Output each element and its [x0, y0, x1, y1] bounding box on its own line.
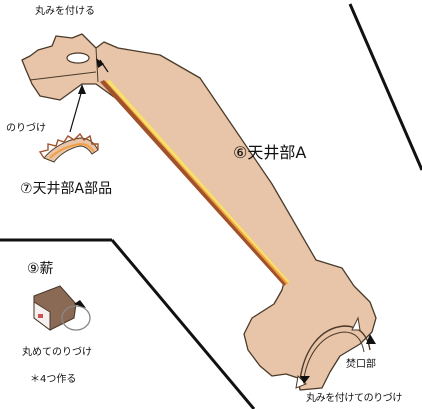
part-hole	[66, 52, 90, 64]
curl-guide	[61, 305, 91, 331]
make-four-label: ＊4つ作る	[30, 374, 77, 385]
ceiling-part-a	[21, 33, 377, 391]
fold-line	[29, 71, 97, 81]
part-9-label: ⑨薪	[27, 261, 54, 277]
ceiling-part-a-component	[38, 132, 99, 163]
arrow-head	[300, 376, 310, 384]
fire-opening-arch	[299, 325, 371, 381]
round-glue-bottom-label: 丸みを付けてのりづけ	[306, 393, 402, 404]
round-top-label: 丸みを付ける	[35, 6, 95, 17]
glue-arrow	[69, 89, 83, 133]
fold-line	[95, 47, 99, 83]
firewood-panel	[0, 240, 254, 409]
part-6-label: ⑥天井部A	[233, 143, 307, 162]
arrow-head	[74, 300, 86, 308]
fire-opening-inner	[303, 331, 365, 379]
arrow-head	[78, 84, 86, 94]
border-line-right	[348, 3, 422, 171]
seam-strip-light	[106, 80, 290, 283]
arrow-head	[366, 334, 376, 344]
firewood-part	[33, 285, 91, 331]
fire-opening-label: 焚口部	[346, 359, 376, 370]
tab-marker	[38, 314, 43, 318]
notch	[351, 316, 361, 331]
arrow-stem	[99, 59, 109, 73]
part-7-label: ⑦天井部A部品	[20, 181, 113, 197]
glue-left-label: のりづけ	[6, 123, 46, 134]
arrow-marker	[96, 58, 104, 68]
round-glue-label: 丸めてのりづけ	[22, 347, 92, 358]
panel-border-diagonal	[110, 239, 256, 409]
seam-strip-dark	[100, 80, 286, 286]
